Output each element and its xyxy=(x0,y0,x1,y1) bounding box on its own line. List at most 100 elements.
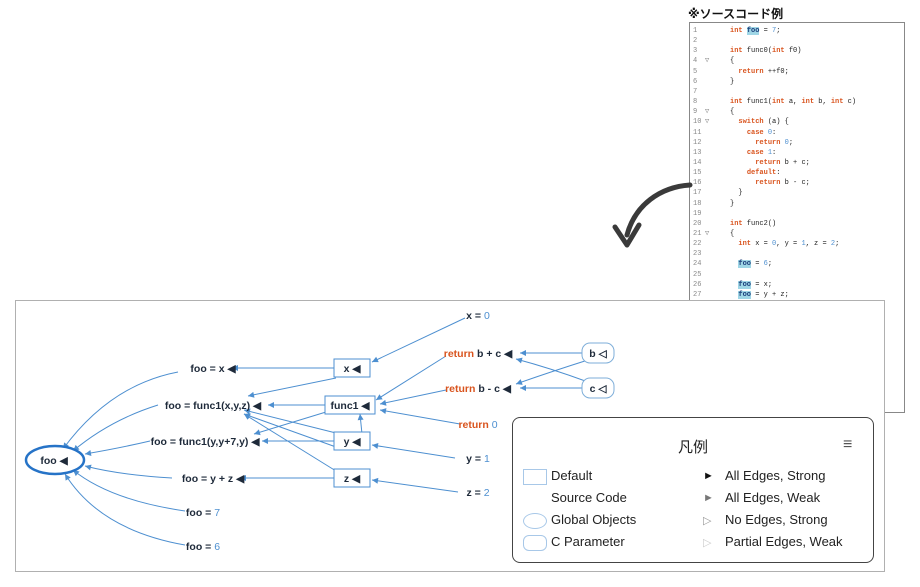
c-parameter-node[interactable] xyxy=(581,377,615,399)
edge-arrowhead xyxy=(244,413,251,419)
graph-edge xyxy=(64,473,186,546)
code-text: { xyxy=(730,230,735,238)
graph-edge xyxy=(62,371,179,450)
code-line: 17 } xyxy=(690,188,904,198)
variable-box-label[interactable]: func1 ◀ xyxy=(331,400,371,412)
line-number: 26 xyxy=(693,280,702,289)
assignment-node[interactable]: foo = 6 xyxy=(186,541,220,553)
line-number: 16 xyxy=(693,179,702,188)
code-text: } xyxy=(730,189,743,198)
graph-edge xyxy=(247,377,337,397)
code-text: case 0: xyxy=(746,128,777,137)
edge-arrowhead xyxy=(232,365,238,371)
code-text: int foo = 7; xyxy=(730,27,781,35)
edge-arrowhead xyxy=(520,385,526,391)
edge-strong-icon: ► xyxy=(703,470,714,482)
line-number: 5 xyxy=(693,67,698,76)
fold-toggle-icon[interactable]: ▽ xyxy=(705,118,710,127)
line-number: 27 xyxy=(693,290,702,299)
line-number: 14 xyxy=(693,158,702,167)
line-number: 10 xyxy=(693,118,702,127)
variable-box-label[interactable]: y ◀ xyxy=(344,436,362,448)
graph-edge xyxy=(72,404,159,452)
edge-arrowhead xyxy=(244,408,251,415)
assignment-node[interactable]: foo = func1(x,y,z) ◀ xyxy=(165,400,262,412)
edge-arrowhead xyxy=(85,450,92,456)
variable-box-label[interactable]: z ◀ xyxy=(344,473,361,485)
edge-weak-icon: ► xyxy=(703,492,714,504)
code-line: 7 xyxy=(690,87,904,97)
right-node[interactable]: return b + c ◀ xyxy=(444,348,513,360)
variable-box-label[interactable]: x ◀ xyxy=(344,363,362,375)
curved-arrow-icon xyxy=(612,182,693,248)
line-number: 4 xyxy=(693,57,698,66)
line-number: 21 xyxy=(693,230,702,238)
line-number: 13 xyxy=(693,148,702,157)
edge-arrowhead xyxy=(380,408,387,414)
legend-item-partial-weak: Partial Edges, Weak xyxy=(725,534,843,549)
line-number: 18 xyxy=(693,199,702,208)
partial-edges-weak-icon: ▷ xyxy=(703,537,712,549)
edge-arrowhead xyxy=(520,350,526,356)
line-number: 25 xyxy=(693,270,702,279)
line-number: 24 xyxy=(693,260,702,269)
line-number: 12 xyxy=(693,138,702,147)
assignment-node[interactable]: foo = func1(y,y+7,y) ◀ xyxy=(151,436,261,448)
code-line: 19 xyxy=(690,209,904,219)
fold-toggle-icon[interactable]: ▽ xyxy=(705,108,710,117)
code-text: int func1(int a, int b, int c) xyxy=(730,98,857,107)
code-text: } xyxy=(730,77,735,86)
code-line: 11 case 0: xyxy=(690,128,904,138)
assignment-node[interactable]: foo = 7 xyxy=(186,507,220,519)
edge-arrowhead xyxy=(85,464,92,471)
variable-box-node[interactable] xyxy=(333,431,371,451)
graph-edge xyxy=(72,469,186,512)
c-parameter-label[interactable]: b ◁ xyxy=(589,348,607,360)
c-parameter-node[interactable] xyxy=(581,342,615,364)
line-number: 9 xyxy=(693,108,698,117)
code-line: 2 xyxy=(690,36,904,46)
legend-item-global-objects: Global Objects xyxy=(551,512,637,527)
variable-box-node[interactable] xyxy=(333,468,371,488)
legend-item-all-weak: All Edges, Weak xyxy=(725,490,821,505)
graph-edge xyxy=(379,409,461,425)
fold-toggle-icon[interactable]: ▽ xyxy=(705,57,710,66)
graph-edge xyxy=(84,440,151,455)
no-edges-strong-icon: ▷ xyxy=(703,515,712,527)
assignment-node[interactable]: foo = y + z ◀ xyxy=(182,473,245,485)
edge-arrowhead xyxy=(372,442,379,449)
graph-edge xyxy=(84,465,173,479)
right-node[interactable]: return b - c ◀ xyxy=(445,383,512,395)
right-node[interactable]: z = 2 xyxy=(466,487,489,499)
global-objects-swatch xyxy=(523,513,547,529)
graph-edge xyxy=(515,358,589,383)
graph-edge xyxy=(379,389,447,405)
code-text: } xyxy=(730,199,735,208)
c-parameter-label[interactable]: c ◁ xyxy=(590,383,608,395)
right-node[interactable]: return 0 xyxy=(458,419,497,431)
code-line: 6} xyxy=(690,77,904,87)
variable-box-node[interactable] xyxy=(333,358,371,378)
code-line: 26 foo = x; xyxy=(690,280,904,290)
focus-node-label[interactable]: foo ◀ xyxy=(40,455,68,467)
code-text: int func2() xyxy=(730,219,777,228)
graph-edge xyxy=(243,413,337,472)
graph-edge xyxy=(371,317,466,363)
assignment-node[interactable]: foo = x ◀ xyxy=(190,363,236,375)
right-node[interactable]: x = 0 xyxy=(466,310,490,322)
code-text: int func0(int f0) xyxy=(730,47,802,56)
fold-toggle-icon[interactable]: ▽ xyxy=(705,230,710,238)
right-node[interactable]: y = 1 xyxy=(466,453,490,465)
legend-item-source-code: Source Code xyxy=(551,490,627,505)
graph-edge xyxy=(515,359,589,385)
graph-edge xyxy=(375,355,447,401)
hamburger-icon[interactable]: ≡ xyxy=(843,436,853,453)
c-parameter-swatch xyxy=(523,535,547,551)
line-number: 20 xyxy=(693,219,702,228)
graph-edge xyxy=(371,479,459,493)
edge-arrowhead xyxy=(516,379,523,385)
variable-box-node[interactable] xyxy=(324,395,376,415)
code-line: 22 int x = 0, y = 1, z = 2; xyxy=(690,239,904,249)
focus-node-foo[interactable] xyxy=(24,444,86,476)
